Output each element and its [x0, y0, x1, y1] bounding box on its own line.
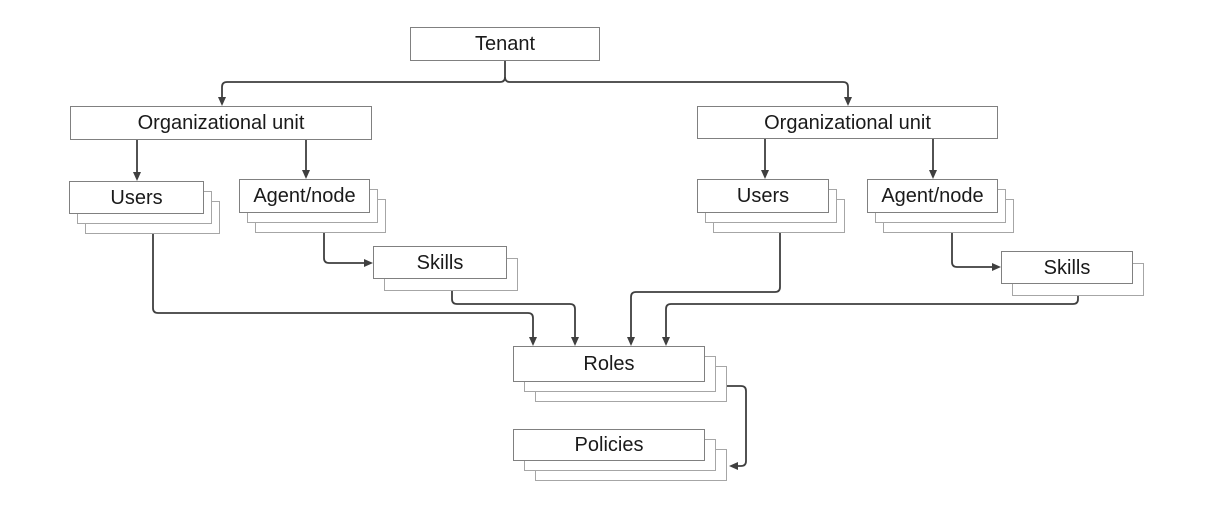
node-policies: Policies — [513, 429, 727, 481]
edge-roles-policies — [727, 385, 747, 470]
node-roles: Roles — [513, 346, 727, 402]
node-tenant: Tenant — [410, 27, 600, 61]
edge-tenant-ou-left — [218, 61, 506, 106]
edge-ou-right-agent-right — [929, 139, 937, 179]
edge-skills-left-roles — [451, 291, 579, 346]
node-skills-right: Skills — [1001, 251, 1144, 296]
node-agent-node-right-box: Agent/node — [867, 179, 998, 213]
node-agent-node-right: Agent/node — [867, 179, 1014, 233]
edge-ou-right-users-right — [761, 139, 769, 179]
node-agent-node-left-label: Agent/node — [253, 185, 356, 207]
node-skills-right-label: Skills — [1043, 256, 1091, 279]
edge-users-left-roles — [152, 234, 537, 346]
node-policies-box: Policies — [513, 429, 705, 461]
node-agent-node-right-label: Agent/node — [881, 185, 984, 207]
node-agent-node-left-box: Agent/node — [239, 179, 370, 213]
node-skills-right-box: Skills — [1001, 251, 1133, 284]
edge-users-right-roles — [627, 233, 781, 346]
node-organizational-unit-right-box: Organizational unit — [697, 106, 998, 139]
edge-skills-right-roles — [662, 296, 1079, 346]
node-users-left-label: Users — [110, 186, 163, 209]
edge-agent-right-skills-right — [951, 233, 1001, 271]
node-agent-node-left: Agent/node — [239, 179, 386, 233]
node-tenant-label: Tenant — [474, 33, 536, 55]
edge-agent-left-skills-left — [323, 233, 373, 267]
node-skills-left-box: Skills — [373, 246, 507, 279]
node-tenant-box: Tenant — [410, 27, 600, 61]
node-users-right: Users — [697, 179, 845, 233]
node-skills-left: Skills — [373, 246, 518, 291]
node-organizational-unit-right-label: Organizational unit — [764, 111, 931, 134]
node-skills-left-label: Skills — [416, 251, 464, 274]
edge-ou-left-users-left — [133, 140, 141, 181]
node-organizational-unit-right: Organizational unit — [697, 106, 998, 139]
edge-ou-left-agent-left — [302, 140, 310, 179]
edge-tenant-ou-right — [504, 76, 852, 106]
node-policies-label: Policies — [574, 434, 644, 456]
node-organizational-unit-left: Organizational unit — [70, 106, 372, 140]
node-organizational-unit-left-box: Organizational unit — [70, 106, 372, 140]
node-roles-label: Roles — [583, 353, 635, 375]
node-users-left-box: Users — [69, 181, 204, 214]
node-users-right-box: Users — [697, 179, 829, 213]
node-users-left: Users — [69, 181, 220, 234]
node-organizational-unit-left-label: Organizational unit — [137, 112, 305, 134]
node-roles-box: Roles — [513, 346, 705, 382]
node-users-right-label: Users — [736, 185, 790, 207]
